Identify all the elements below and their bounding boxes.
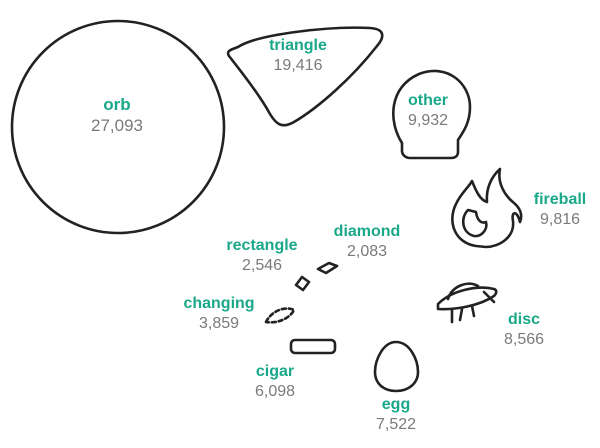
label-diamond: diamond 2,083 xyxy=(334,224,401,260)
category-name: fireball xyxy=(533,191,587,208)
category-name: diamond xyxy=(333,223,401,240)
category-value: 9,816 xyxy=(539,211,581,228)
category-value: 19,416 xyxy=(273,57,323,74)
changing-lens-icon xyxy=(264,307,296,324)
orb-circle-icon xyxy=(10,19,226,235)
label-orb: orb 27,093 xyxy=(91,96,143,134)
category-value: 6,098 xyxy=(254,383,296,400)
category-value: 9,932 xyxy=(407,112,449,129)
other-bulb-icon xyxy=(391,69,472,160)
category-value: 2,083 xyxy=(346,243,388,260)
diamond-icon xyxy=(316,261,339,275)
label-changing: changing 3,859 xyxy=(183,296,254,332)
category-name: disc xyxy=(507,311,541,328)
category-value: 7,522 xyxy=(375,416,417,433)
category-name: orb xyxy=(103,95,131,114)
fireball-icon xyxy=(451,167,523,249)
category-name: triangle xyxy=(269,37,327,54)
rectangle-icon xyxy=(294,275,311,292)
category-name: rectangle xyxy=(226,237,298,254)
category-name: changing xyxy=(183,295,255,312)
cigar-icon xyxy=(289,338,337,355)
category-name: egg xyxy=(381,396,411,413)
disc-saucer-icon xyxy=(436,282,498,324)
label-cigar: cigar 6,098 xyxy=(255,364,295,400)
triangle-icon xyxy=(226,26,384,127)
label-rectangle: rectangle 2,546 xyxy=(226,238,297,274)
category-name: cigar xyxy=(255,363,295,380)
category-value: 8,566 xyxy=(503,331,545,348)
label-egg: egg 7,522 xyxy=(376,397,416,433)
category-name: other xyxy=(407,92,448,109)
category-value: 2,546 xyxy=(241,257,283,274)
category-value: 3,859 xyxy=(198,315,240,332)
label-disc: disc 8,566 xyxy=(504,312,544,348)
category-value: 27,093 xyxy=(91,116,143,135)
egg-icon xyxy=(373,340,420,393)
label-fireball: fireball 9,816 xyxy=(534,192,586,228)
label-triangle: triangle 19,416 xyxy=(269,38,327,74)
label-other: other 9,932 xyxy=(408,93,448,129)
